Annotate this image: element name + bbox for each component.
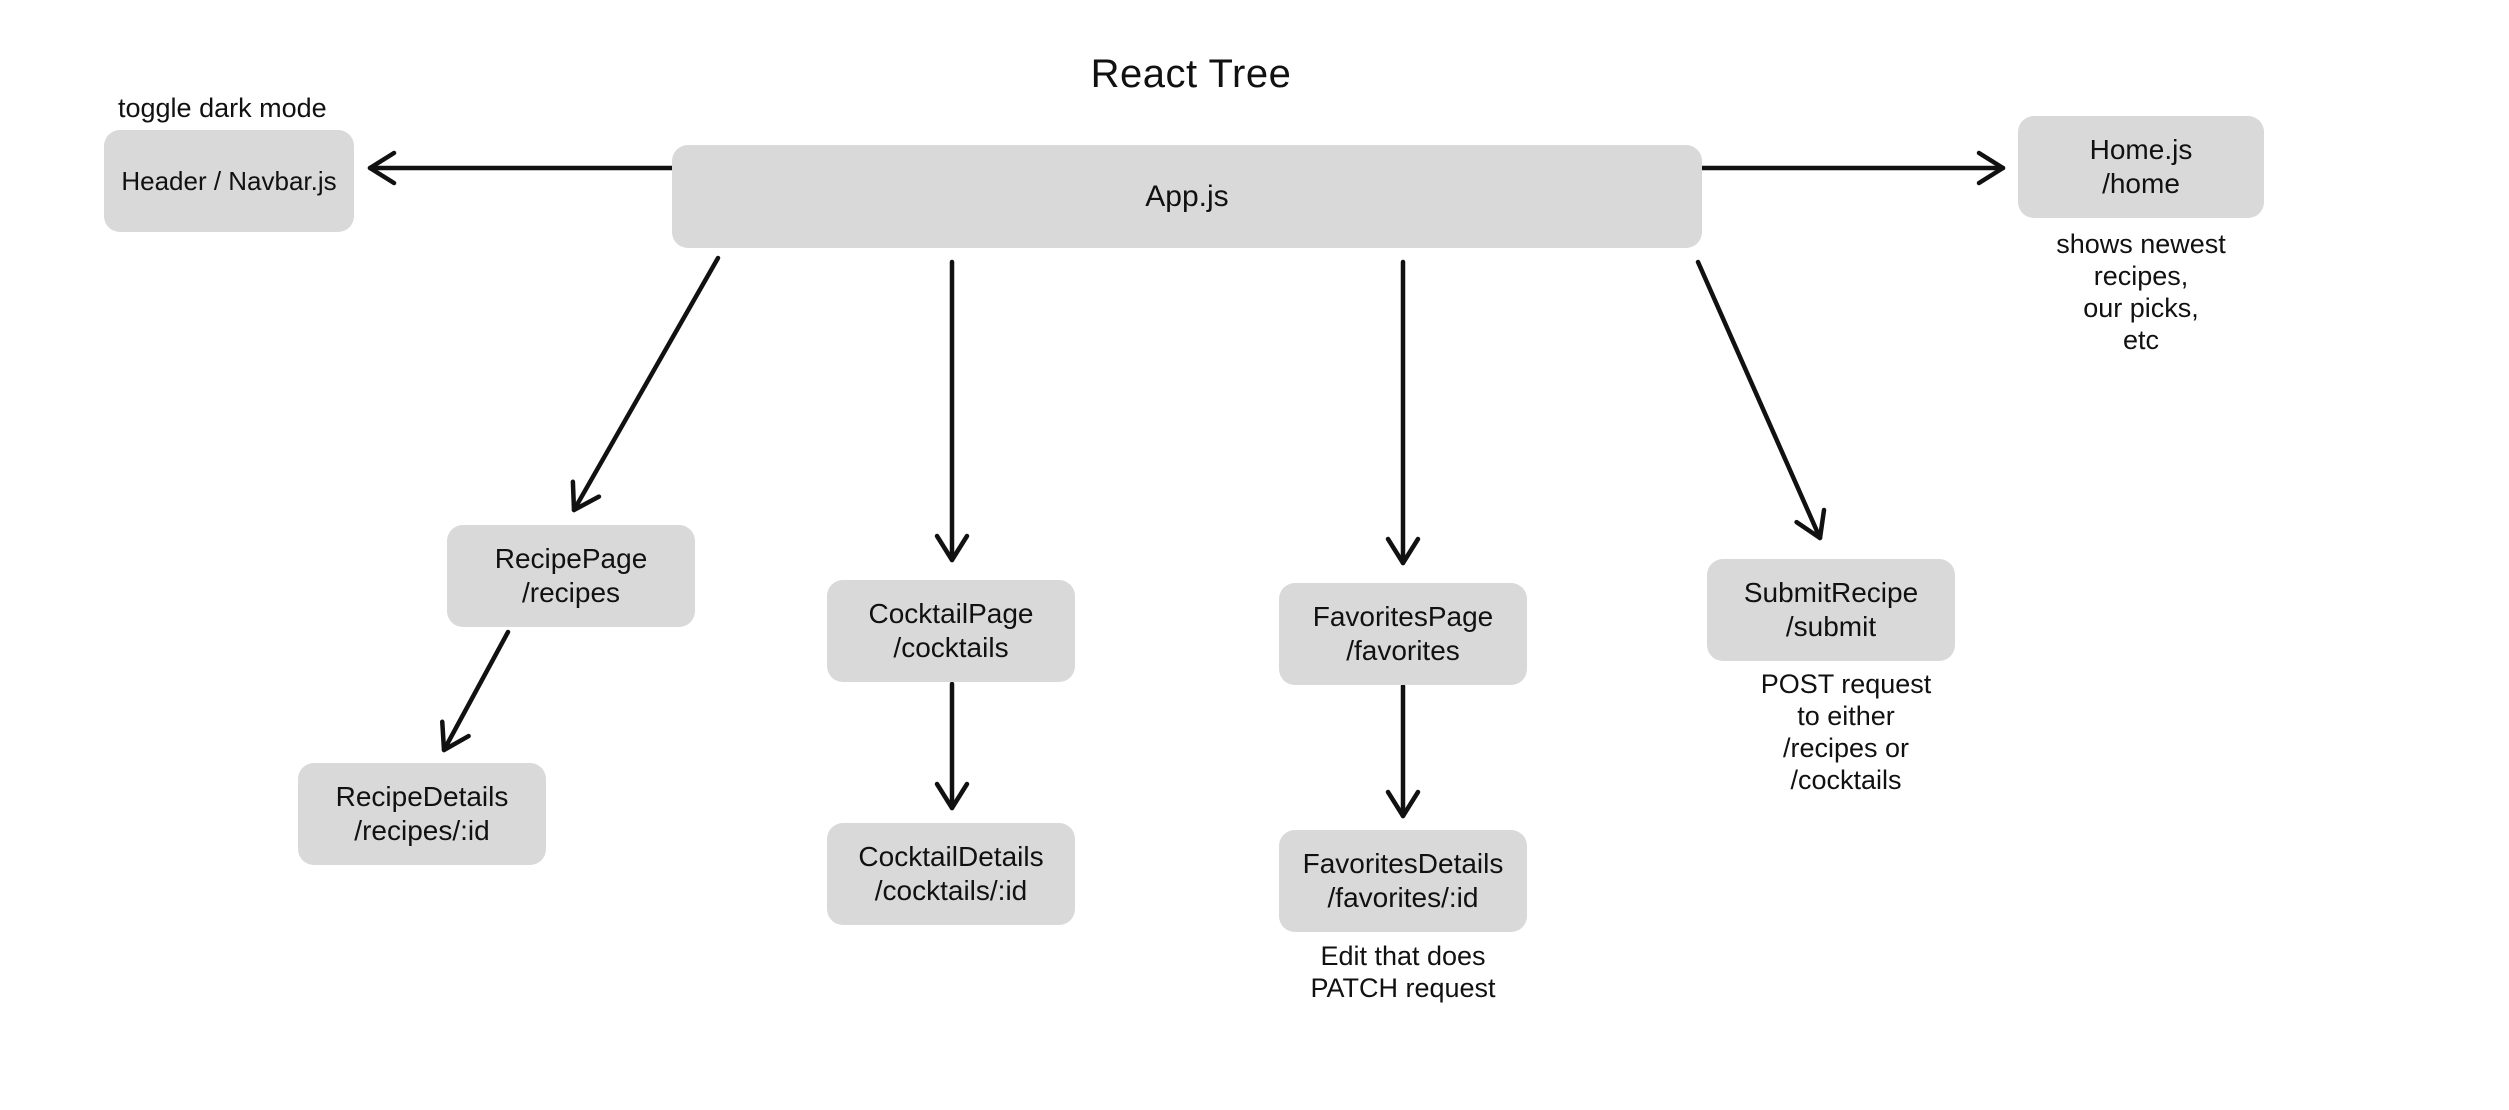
note-submit-recipe: POST request to either /recipes or /cock… bbox=[1722, 668, 1970, 796]
node-title: RecipeDetails bbox=[335, 781, 509, 812]
node-title: CocktailDetails bbox=[858, 841, 1044, 872]
node-cocktail-details: CocktailDetails /cocktails/:id bbox=[827, 823, 1075, 925]
note-favorites-details: Edit that does PATCH request bbox=[1279, 940, 1527, 1004]
node-header-navbar: Header / Navbar.js bbox=[104, 130, 354, 232]
note-line: PATCH request bbox=[1310, 973, 1496, 1003]
node-label: Header / Navbar.js bbox=[121, 166, 337, 196]
node-title: Home.js bbox=[2089, 134, 2193, 165]
node-recipe-page: RecipePage /recipes bbox=[447, 525, 695, 627]
node-title: FavoritesPage bbox=[1312, 601, 1494, 632]
node-route: /recipes bbox=[521, 577, 621, 608]
node-route: /favorites/:id bbox=[1327, 882, 1479, 913]
node-route: /submit bbox=[1785, 611, 1877, 642]
note-line: recipes, bbox=[2093, 261, 2189, 291]
node-favorites-details: FavoritesDetails /favorites/:id bbox=[1279, 830, 1527, 932]
node-title: SubmitRecipe bbox=[1743, 577, 1919, 608]
note-line: Edit that does bbox=[1320, 941, 1486, 971]
node-title: CocktailPage bbox=[868, 598, 1034, 629]
node-route: /cocktails bbox=[893, 632, 1009, 663]
note-line: our picks, bbox=[2083, 293, 2199, 323]
node-recipe-details: RecipeDetails /recipes/:id bbox=[298, 763, 546, 865]
node-route: /cocktails/:id bbox=[874, 875, 1028, 906]
annotation-toggle-dark-mode: toggle dark mode bbox=[118, 93, 327, 123]
arrow-app-to-recipe-page bbox=[570, 255, 721, 513]
note-home: shows newest recipes, our picks, etc bbox=[2018, 228, 2264, 356]
node-favorites-page: FavoritesPage /favorites bbox=[1279, 583, 1527, 685]
node-title: FavoritesDetails bbox=[1302, 848, 1504, 879]
note-line: /cocktails bbox=[1790, 765, 1902, 795]
note-line: shows newest bbox=[2056, 229, 2226, 259]
note-line: /recipes or bbox=[1782, 733, 1910, 763]
node-cocktail-page: CocktailPage /cocktails bbox=[827, 580, 1075, 682]
arrow-app-to-submit-recipe bbox=[1695, 259, 1827, 541]
node-route: /favorites bbox=[1346, 635, 1460, 666]
node-route: /recipes/:id bbox=[354, 815, 490, 846]
node-submit-recipe: SubmitRecipe /submit bbox=[1707, 559, 1955, 661]
note-line: etc bbox=[2122, 325, 2160, 355]
diagram-title: React Tree bbox=[1090, 52, 1292, 96]
node-title: RecipePage bbox=[494, 543, 648, 574]
node-app-js: App.js bbox=[672, 145, 1702, 248]
note-line: to either bbox=[1797, 701, 1895, 731]
arrow-recipe-page-to-recipe-details bbox=[440, 629, 511, 753]
note-line: POST request bbox=[1760, 669, 1932, 699]
node-label: App.js bbox=[1145, 179, 1229, 213]
node-home-js: Home.js /home bbox=[2018, 116, 2264, 218]
node-route: /home bbox=[2102, 168, 2180, 199]
